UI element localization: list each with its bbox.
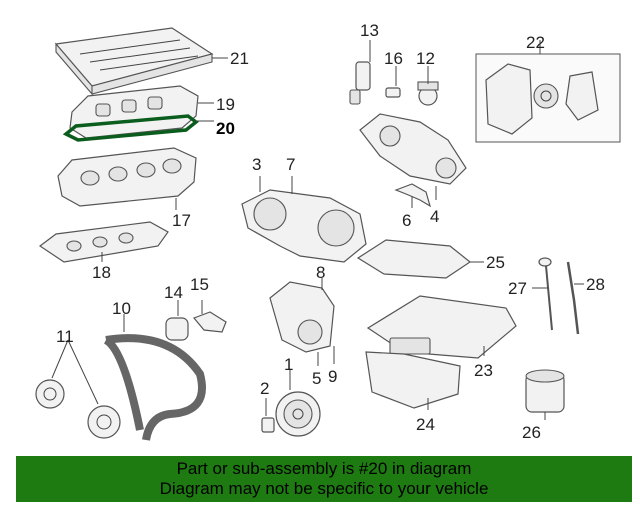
- part-11-camshaft-pulleys: [35, 339, 121, 439]
- callout-11: 11: [56, 327, 74, 346]
- part-12-sensor: [417, 66, 439, 106]
- part-3-7-timing-belt-cover: [241, 176, 367, 263]
- part-28-dipstick-tube: [566, 261, 584, 335]
- part-1-crank-pulley: [275, 370, 321, 437]
- part-16-bolt: [385, 66, 401, 98]
- banner-line-part-number: Part or sub-assembly is #20 in diagram: [176, 459, 472, 478]
- callout-14: 14: [164, 283, 183, 302]
- callout-21: 21: [230, 49, 249, 68]
- callout-28: 28: [586, 275, 605, 294]
- part-17-intake-manifold: [57, 147, 197, 210]
- callout-18: 18: [92, 263, 111, 282]
- callout-15: 15: [190, 275, 209, 294]
- callout-2: 2: [260, 379, 269, 398]
- part-23-oil-pan-upper: [366, 295, 517, 359]
- part-18-manifold-gasket: [38, 221, 169, 263]
- part-13-sensor: [349, 40, 371, 105]
- callout-10: 10: [112, 299, 131, 318]
- callout-17: 17: [172, 211, 191, 230]
- part-2-bolt: [261, 398, 275, 433]
- callout-25: 25: [486, 253, 505, 272]
- callout-7: 7: [286, 155, 295, 174]
- callout-23: 23: [474, 361, 493, 380]
- part-26-oil-filter: [525, 369, 565, 420]
- part-20-gasket: [62, 114, 214, 142]
- callout-3: 3: [252, 155, 261, 174]
- part-27-dipstick: [532, 257, 553, 331]
- vehicle-notice-banner: Part or sub-assembly is #20 in diagram D…: [16, 456, 632, 502]
- callout-22: 22: [526, 33, 545, 52]
- part-6-bracket: [394, 183, 431, 208]
- callout-24: 24: [416, 415, 435, 434]
- banner-line-disclaimer: Diagram may not be specific to your vehi…: [159, 479, 489, 498]
- part-8-cover: [269, 278, 335, 366]
- callout-5: 5: [312, 369, 321, 388]
- callout-27: 27: [508, 279, 527, 298]
- callout-12: 12: [416, 49, 435, 68]
- part-4-timing-cover: [359, 113, 467, 200]
- callout-13: 13: [360, 21, 379, 40]
- part-24-oil-pan-lower: [365, 351, 461, 410]
- callout-26: 26: [522, 423, 541, 442]
- part-15-idler: [192, 300, 227, 333]
- part-10-timing-belt: [103, 314, 206, 441]
- callout-4: 4: [430, 207, 439, 226]
- part-21-engine-cover: [54, 27, 228, 96]
- callout-6: 6: [402, 211, 411, 230]
- part-25-baffle-plate: [356, 239, 484, 279]
- callout-19: 19: [216, 95, 235, 114]
- callout-8: 8: [316, 263, 325, 282]
- callout-16: 16: [384, 49, 403, 68]
- callout-20-highlighted: 20: [216, 119, 235, 138]
- callout-1: 1: [284, 355, 293, 374]
- parts-diagram: 1 2 3 4 5 6 7 8 9 10 11 12 13 14 15 16 1…: [35, 21, 621, 442]
- part-14-tensioner: [165, 300, 189, 341]
- part-22-oil-pump-assembly: [475, 40, 621, 143]
- callout-9: 9: [328, 367, 337, 386]
